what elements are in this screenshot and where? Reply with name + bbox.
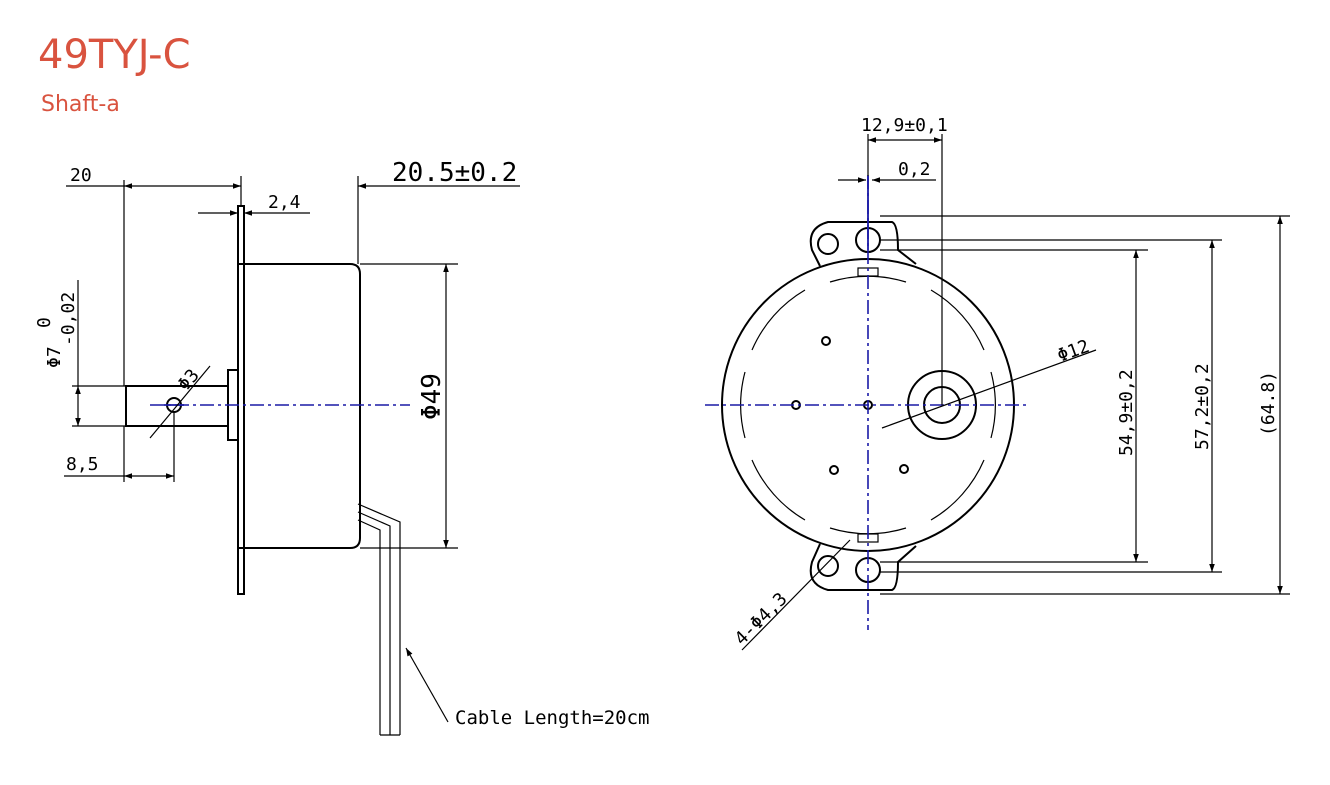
top-lug [809,221,917,267]
page-subtitle: Shaft-a [41,92,120,117]
cable-leader [405,647,449,723]
dim-shaft-diameter-tol-top: 0 [34,317,55,328]
flange-bottom [237,547,245,595]
dim-shaft-length: 20 [70,165,92,186]
dim-hole: Φ3 [174,365,204,395]
dim-body-diameter: Φ49 [417,373,447,420]
side-view: Cable Length=20cm 20 20.5±0.2 2,4 Φ7 0 -… [34,158,649,736]
dim-flange-thickness: 2,4 [268,192,301,213]
page-title: 49TYJ-C [38,32,191,78]
inner-rim [740,275,996,535]
shaft [125,385,229,427]
dim-b: 57,2±0,2 [1192,363,1213,450]
dim-a: 54,9±0,2 [1116,369,1137,456]
dim-offset: 12,9±0,1 [861,115,948,136]
dim-holes: 4-Φ4,3 [731,589,792,650]
cable [357,503,401,736]
flange-top [237,205,245,265]
dim-flat: 8,5 [66,454,99,475]
mount-hole-1 [817,233,839,255]
cable-length-label: Cable Length=20cm [455,707,649,729]
dim-shaft-diameter-tol-bottom: -0,02 [58,292,79,346]
holes-leader [741,539,851,651]
dim-c: (64.8) [1258,371,1279,436]
bottom-lug [809,543,917,591]
dim-body-length: 20.5±0.2 [392,158,517,188]
motor-body [244,263,361,549]
hole-leader [149,365,211,439]
front-view: 12,9±0,1 0,2 Φ12 4-Φ4,3 54,9±0,2 57,2±0,… [705,115,1290,651]
boss-leader [881,349,1097,429]
dim-small: 0,2 [898,159,931,180]
dim-boss: Φ12 [1055,336,1093,367]
mount-hole-3 [817,555,839,577]
dim-shaft-diameter-symbol: Φ7 [44,346,65,368]
